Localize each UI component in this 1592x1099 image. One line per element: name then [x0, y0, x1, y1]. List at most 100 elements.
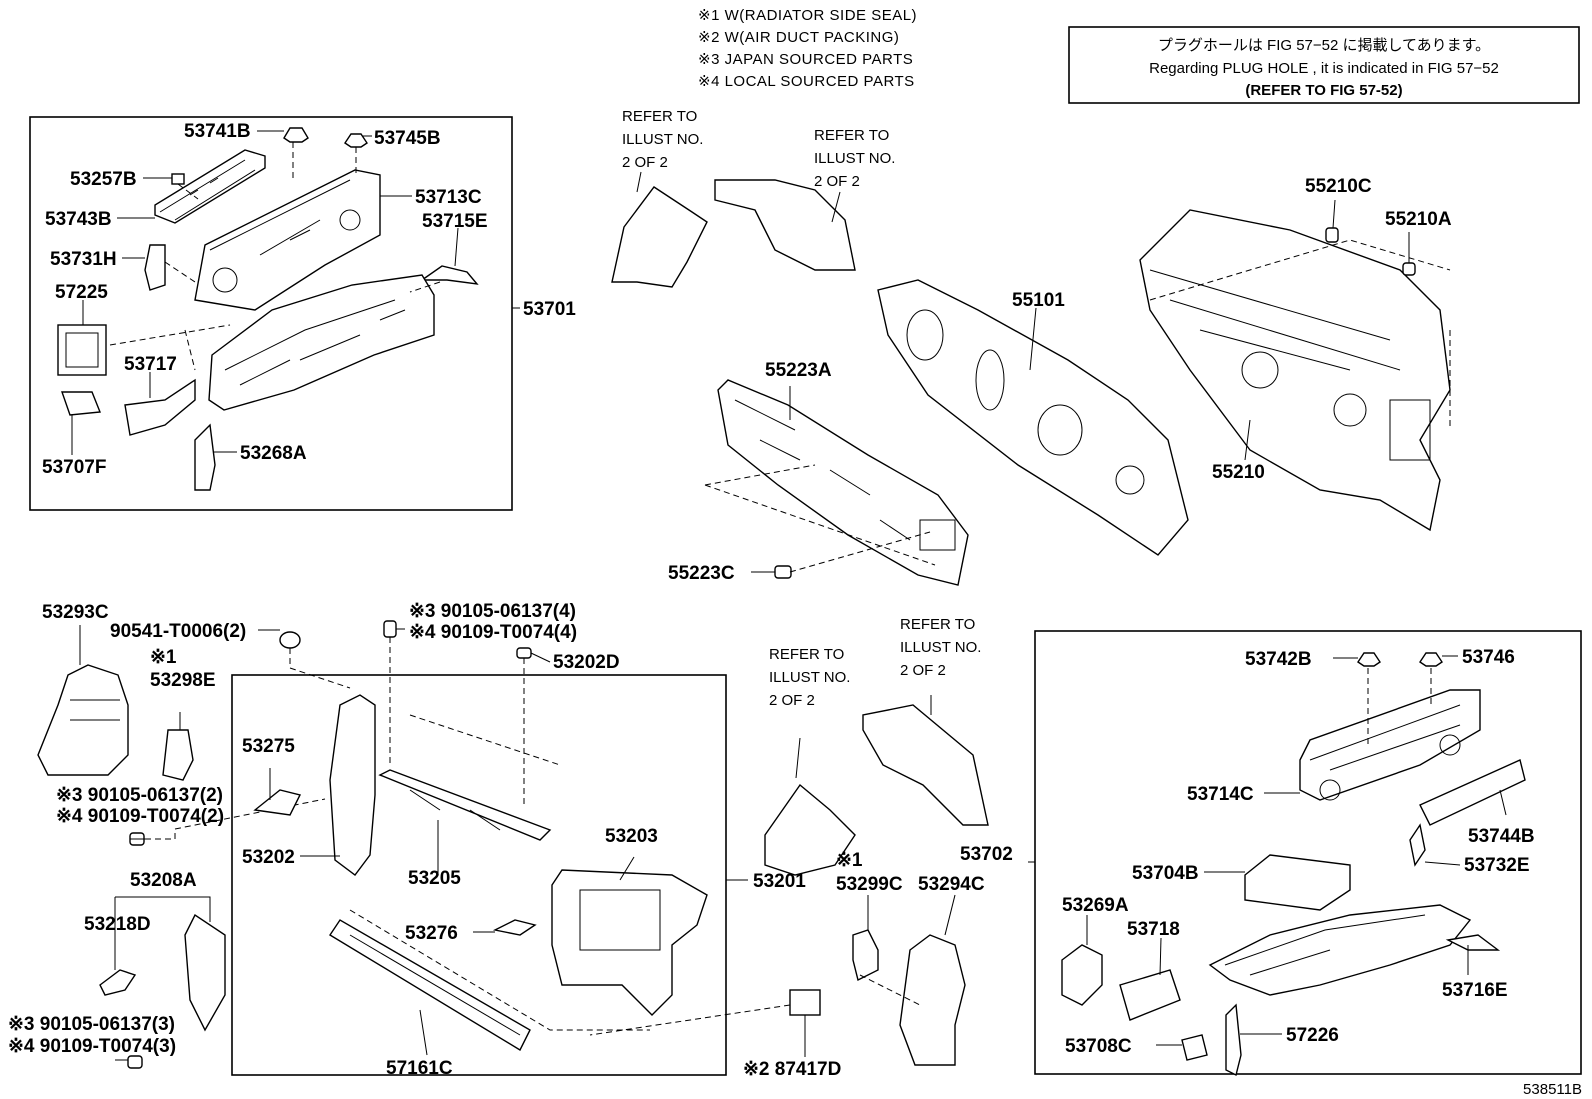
- bottom-right-mid-leaders: [859, 894, 956, 1006]
- label-53298E: 53298E: [150, 670, 216, 691]
- refer-line-1: REFER TO: [622, 108, 697, 125]
- label-bolt-b3-jp: ※3 90105-06137(3): [8, 1014, 175, 1035]
- bolt-b3: [127, 1055, 143, 1069]
- refer-line-3: 2 OF 2: [622, 154, 668, 171]
- refer-line-3: 2 OF 2: [769, 692, 815, 709]
- part-53298E-seal: [162, 729, 194, 781]
- footnote-2: ※2 W(AIR DUCT PACKING): [698, 29, 899, 46]
- label-bolt-b3-local: ※4 90109-T0074(3): [8, 1036, 176, 1057]
- label-53715E: 53715E: [422, 211, 488, 232]
- group-box-53201: [231, 674, 727, 1076]
- label-87417D: ※2 87417D: [743, 1059, 841, 1080]
- part-53294C-seal: [899, 934, 966, 1066]
- label-53201: 53201: [753, 871, 806, 892]
- part-53202-side-support: [329, 694, 376, 876]
- label-53702: 53702: [960, 844, 1013, 865]
- part-53704B-box: [1244, 854, 1351, 911]
- part-53716E-bracket: [1445, 934, 1501, 951]
- label-55210: 55210: [1212, 462, 1265, 483]
- label-bolt-b1-local: ※4 90109-T0074(2): [56, 806, 224, 827]
- top-left-leaders: [71, 130, 520, 455]
- label-53299C: 53299C: [836, 874, 903, 895]
- refer-outline-4: [862, 695, 989, 826]
- label-53741B: 53741B: [184, 121, 251, 142]
- part-labels: 53741B 53745B 53257B 53743B 53713C 53715…: [8, 121, 1535, 1080]
- label-57161C: 57161C: [386, 1058, 453, 1079]
- label-55223A: 55223A: [765, 360, 832, 381]
- part-53707F-bracket: [61, 391, 101, 416]
- part-55210-dash-panel: [1139, 209, 1451, 532]
- part-55210A-bolt: [1402, 262, 1416, 276]
- label-57226: 57226: [1286, 1025, 1339, 1046]
- label-53707F: 53707F: [42, 457, 106, 478]
- part-55223C-clip: [774, 565, 792, 579]
- footnote-4: ※4 LOCAL SOURCED PARTS: [698, 73, 915, 90]
- part-53741B-clip: [283, 127, 309, 143]
- plug-hole-info-box: プラグホールは FIG 57−52 に掲載してあります。 Regarding P…: [1068, 26, 1580, 104]
- part-55210C-bolt: [1325, 227, 1339, 243]
- refer-to-callout-1: REFER TO ILLUST NO. 2 OF 2: [622, 108, 703, 171]
- refer-line-2: ILLUST NO.: [769, 669, 850, 686]
- part-57225-frame: [57, 324, 107, 376]
- label-53742B: 53742B: [1245, 649, 1312, 670]
- label-53276: 53276: [405, 923, 458, 944]
- part-53715E-bracket: [419, 265, 479, 285]
- part-53745B-clip: [344, 133, 368, 148]
- part-53713C-apron-panel: [194, 169, 381, 311]
- refer-line-2: ILLUST NO.: [814, 150, 895, 167]
- part-53732E-gusset: [1409, 823, 1426, 867]
- label-53275: 53275: [242, 736, 295, 757]
- label-55210A: 55210A: [1385, 209, 1452, 230]
- part-53743B-upper-rail: [154, 149, 266, 224]
- part-53744B-rail: [1419, 759, 1526, 826]
- figure-id: 538511B: [1523, 1081, 1582, 1098]
- label-bolt-b1-jp: ※3 90105-06137(2): [56, 785, 223, 806]
- label-53205: 53205: [408, 868, 461, 889]
- part-55223A-insulator: [717, 379, 969, 586]
- label-53745B: 53745B: [374, 128, 441, 149]
- part-53708C-bracket: [1181, 1034, 1208, 1061]
- label-53731H: 53731H: [50, 249, 117, 270]
- label-53744B: 53744B: [1468, 826, 1535, 847]
- part-53742B-clip: [1357, 652, 1381, 667]
- refer-line-2: ILLUST NO.: [622, 131, 703, 148]
- label-55223C: 55223C: [668, 563, 735, 584]
- group-box-53701: [29, 116, 513, 511]
- label-53708C: 53708C: [1065, 1036, 1132, 1057]
- part-57161C-lower-crossmember: [329, 919, 531, 1051]
- label-53716E: 53716E: [1442, 980, 1508, 1001]
- label-55210C: 55210C: [1305, 176, 1372, 197]
- refer-outline-3: [764, 737, 856, 876]
- refer-to-callout-3: REFER TO ILLUST NO. 2 OF 2: [769, 646, 850, 709]
- refer-line-1: REFER TO: [900, 616, 975, 633]
- label-53717: 53717: [124, 354, 177, 375]
- part-53269A-bracket: [1061, 944, 1103, 1006]
- label-53208A: 53208A: [130, 870, 197, 891]
- part-90541-grommet: [279, 631, 301, 649]
- part-87417D-packing: [789, 989, 821, 1016]
- part-53718-brace: [1119, 969, 1181, 1021]
- part-57226-stay: [1225, 1003, 1242, 1077]
- part-53218D-bracket: [99, 969, 137, 996]
- bottom-left-leaders: [79, 625, 351, 1061]
- part-apron-lower: [208, 274, 435, 411]
- label-53732E: 53732E: [1464, 855, 1530, 876]
- label-53714C: 53714C: [1187, 784, 1254, 805]
- part-apron-lower-right: [1208, 904, 1472, 996]
- part-53746-clip: [1419, 652, 1443, 667]
- part-53731H-gusset: [144, 244, 166, 291]
- refer-line-3: 2 OF 2: [814, 173, 860, 190]
- refer-line-1: REFER TO: [769, 646, 844, 663]
- part-53276-bracket: [492, 919, 537, 936]
- refer-to-callout-2: REFER TO ILLUST NO. 2 OF 2: [814, 127, 895, 190]
- part-53268A-stay: [194, 423, 216, 491]
- part-53293C-seal: [37, 664, 129, 776]
- group-box-53702: [1034, 630, 1582, 1075]
- label-53203: 53203: [605, 826, 658, 847]
- label-note-1a: ※1: [150, 647, 177, 668]
- label-note-1b: ※1: [836, 850, 863, 871]
- part-53202D-clip: [516, 647, 532, 659]
- refer-outline-2: [714, 179, 856, 271]
